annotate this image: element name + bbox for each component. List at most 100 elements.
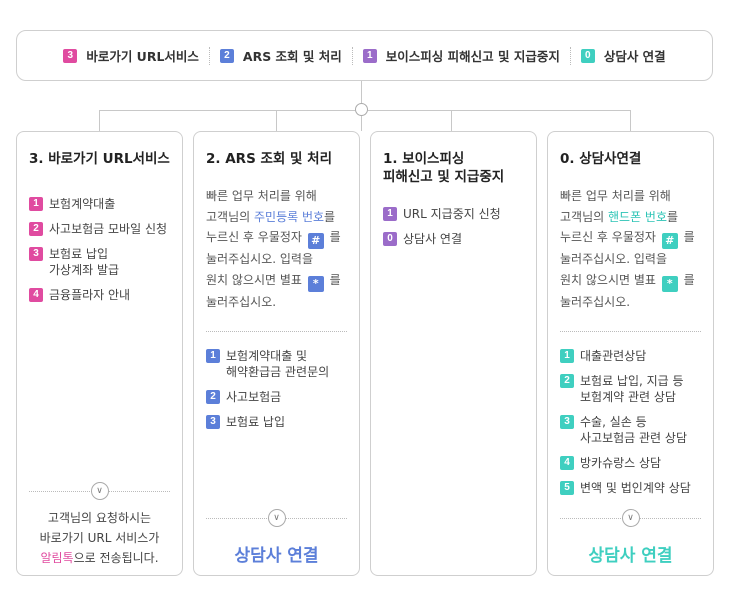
menu-item-label: 바로가기 URL서비스 bbox=[86, 49, 199, 64]
menu-item-agent[interactable]: 0 상담사 연결 bbox=[580, 46, 666, 65]
card-title: 3. 바로가기 URL서비스 bbox=[29, 151, 170, 167]
list-item-label: 보험계약대출 및 해약환급금 관련문의 bbox=[226, 348, 330, 379]
star-key-icon: * bbox=[307, 276, 324, 292]
list-item-label: 금융플라자 안내 bbox=[49, 288, 131, 302]
number-badge: 0 bbox=[580, 48, 595, 63]
expand-toggle[interactable]: ∨ bbox=[560, 509, 701, 527]
menu-item-url-service[interactable]: 3 바로가기 URL서비스 bbox=[63, 46, 199, 65]
number-badge: 4 bbox=[29, 288, 43, 302]
service-menu-bar: 3 바로가기 URL서비스 2 ARS 조회 및 처리 1 보이스피싱 피해신고… bbox=[16, 30, 713, 81]
connector-line bbox=[361, 81, 362, 103]
menu-item-ars[interactable]: 2 ARS 조회 및 처리 bbox=[219, 46, 342, 65]
number-badge: 5 bbox=[560, 480, 574, 495]
divider bbox=[208, 46, 210, 65]
agent-connect-button[interactable]: 상담사 연결 bbox=[234, 546, 319, 566]
chevron-down-icon[interactable]: ∨ bbox=[267, 509, 286, 527]
expand-toggle[interactable]: ∨ bbox=[29, 482, 170, 500]
instruction-line: 원치 않으시면 별표 * 를 bbox=[560, 270, 701, 292]
list-item-label: 상담사 연결 bbox=[403, 232, 463, 246]
card-title: 2. ARS 조회 및 처리 bbox=[206, 151, 332, 167]
instruction-line: 고객님의 핸드폰 번호를 bbox=[560, 207, 701, 228]
list-item-label: 사고보험금 bbox=[226, 389, 282, 404]
instruction-line: 원치 않으시면 별표 * 를 bbox=[206, 270, 347, 292]
list-item-label: 대출관련상담 bbox=[580, 348, 647, 363]
number-badge: 1 bbox=[560, 348, 574, 363]
star-key-icon: * bbox=[661, 276, 678, 292]
connector-line bbox=[99, 110, 355, 111]
instruction-text: 를 bbox=[325, 272, 341, 287]
instruction-line: 눌러주십시오. 입력을 bbox=[560, 252, 667, 267]
note-line: 알림톡으로 전송됩니다. bbox=[29, 548, 170, 568]
connector-node bbox=[355, 103, 368, 116]
card-title: 1. 보이스피싱 피해신고 및 지급중지 bbox=[383, 151, 505, 185]
instruction-text: 누르신 후 우물정자 bbox=[206, 230, 306, 244]
url-service-note: 고객님의 요청하시는 바로가기 URL 서비스가 알림톡으로 전송됩니다. bbox=[29, 508, 170, 568]
instruction-text: 를 bbox=[679, 272, 695, 287]
instruction-text: 원치 않으시면 별표 bbox=[560, 272, 660, 287]
note-line: 바로가기 URL 서비스가 bbox=[39, 531, 160, 545]
card-agent: 0. 상담사연결 빠른 업무 처리를 위해 고객님의 핸드폰 번호를 누르신 후… bbox=[547, 131, 714, 576]
list-item[interactable]: 2 사고보험금 모바일 신청 bbox=[29, 221, 170, 237]
hash-key-icon: # bbox=[661, 233, 678, 250]
number-badge: 0 bbox=[383, 232, 397, 246]
menu-item-voice-phishing[interactable]: 1 보이스피싱 피해신고 및 지급중지 bbox=[362, 46, 560, 65]
number-badge: 1 bbox=[29, 197, 43, 211]
list-item-label: 보험료 납입 가상계좌 발급 bbox=[49, 247, 120, 277]
number-badge: 1 bbox=[362, 48, 377, 63]
menu-item-label: 상담사 연결 bbox=[603, 49, 666, 64]
chevron-down-icon[interactable]: ∨ bbox=[621, 509, 640, 527]
connector-line bbox=[276, 110, 277, 131]
menu-item-label: 보이스피싱 피해신고 및 지급중지 bbox=[385, 49, 560, 64]
list-item[interactable]: 0 상담사 연결 bbox=[383, 231, 524, 247]
instruction-text: 원치 않으시면 별표 bbox=[206, 272, 306, 287]
list-item-label: 사고보험금 모바일 신청 bbox=[49, 222, 168, 236]
number-badge: 3 bbox=[206, 414, 220, 429]
card-title: 0. 상담사연결 bbox=[560, 151, 642, 167]
list-item[interactable]: 3 보험료 납입 가상계좌 발급 bbox=[29, 246, 170, 278]
instruction-line: 누르신 후 우물정자 # 를 bbox=[560, 227, 701, 250]
agent-instruction: 빠른 업무 처리를 위해 고객님의 핸드폰 번호를 누르신 후 우물정자 # 를… bbox=[560, 186, 701, 313]
number-badge: 4 bbox=[560, 455, 574, 470]
number-badge: 3 bbox=[63, 48, 78, 63]
phone-number-highlight: 핸드폰 번호 bbox=[607, 209, 667, 224]
list-item[interactable]: 1 대출관련상담 bbox=[560, 348, 701, 364]
chevron-down-icon[interactable]: ∨ bbox=[90, 482, 109, 500]
note-line: 고객님의 요청하시는 bbox=[47, 511, 152, 525]
number-badge: 2 bbox=[560, 373, 574, 388]
list-item-label: 수술, 실손 등 사고보험금 관련 상담 bbox=[580, 414, 687, 445]
list-item-label: 보험료 납입, 지급 등 보험계약 관련 상담 bbox=[580, 373, 684, 404]
connector-line bbox=[451, 110, 452, 131]
divider bbox=[560, 330, 701, 332]
number-badge: 3 bbox=[29, 247, 43, 261]
number-badge: 1 bbox=[383, 207, 397, 221]
connector-line bbox=[361, 116, 362, 131]
note-text: 으로 전송됩니다. bbox=[73, 551, 159, 565]
hash-key-icon: # bbox=[307, 233, 324, 250]
ars-instruction: 빠른 업무 처리를 위해 고객님의 주민등록 번호를 누르신 후 우물정자 # … bbox=[206, 186, 347, 313]
instruction-line: 빠른 업무 처리를 위해 bbox=[206, 189, 317, 203]
instruction-line: 누르신 후 우물정자 # 를 bbox=[206, 227, 347, 250]
instruction-text: 누르신 후 우물정자 bbox=[560, 230, 660, 244]
card-ars: 2. ARS 조회 및 처리 빠른 업무 처리를 위해 고객님의 주민등록 번호… bbox=[193, 131, 360, 576]
number-badge: 2 bbox=[29, 222, 43, 236]
connector-line bbox=[368, 110, 631, 111]
instruction-text: 를 bbox=[325, 230, 341, 244]
agent-connect-button[interactable]: 상담사 연결 bbox=[588, 546, 673, 566]
list-item[interactable]: 4 금융플라자 안내 bbox=[29, 287, 170, 303]
instruction-line: 고객님의 주민등록 번호를 bbox=[206, 207, 347, 228]
instruction-text: 를 bbox=[324, 209, 336, 224]
instruction-line: 눌러주십시오. 입력을 bbox=[206, 252, 313, 267]
expand-toggle[interactable]: ∨ bbox=[206, 509, 347, 527]
list-item[interactable]: 2 보험료 납입, 지급 등 보험계약 관련 상담 bbox=[560, 373, 701, 405]
